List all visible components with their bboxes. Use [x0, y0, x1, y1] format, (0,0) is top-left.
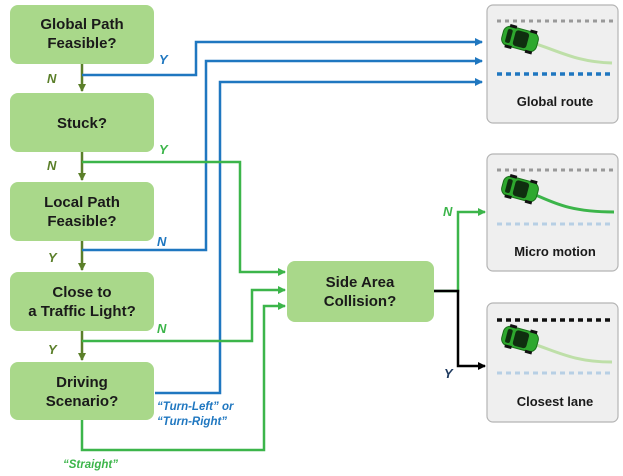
panel-global-route: Global route [486, 4, 619, 124]
traffic-light-no-arrow [82, 286, 286, 343]
label-stuck-y: Y [159, 142, 169, 157]
side-area-connectors [80, 160, 286, 452]
node-stuck: Stuck? [10, 93, 154, 152]
node-close-to-traffic-light: Close to a Traffic Light? [10, 272, 154, 331]
label-side-y: Y [444, 366, 454, 381]
label-turn-line2: “Turn-Right” [157, 416, 227, 428]
label-local-n: N [157, 234, 167, 249]
node-local-path-line2: Feasible? [47, 213, 116, 230]
global-feasible-yes-arrow [82, 38, 483, 77]
side-area-no-arrow [434, 208, 486, 293]
label-traffic-n: N [157, 321, 167, 336]
node-local-path-line1: Local Path [44, 194, 120, 211]
local-feasible-no-arrow [82, 57, 483, 252]
turn-arrow [155, 78, 483, 395]
label-stuck-n: N [47, 158, 57, 173]
global-route-connectors [82, 38, 483, 395]
side-area-yes-arrow [434, 289, 486, 370]
node-global-path-line1: Global Path [40, 16, 123, 33]
node-side-area-line1: Side Area [326, 274, 395, 291]
node-side-area-line2: Collision? [324, 293, 397, 310]
stuck-yes-arrow [82, 160, 286, 276]
node-side-area-collision: Side Area Collision? [287, 261, 434, 322]
label-turn-line1: “Turn-Left” or [157, 401, 234, 413]
label-global-y: Y [159, 52, 169, 67]
node-traffic-light-line1: Close to [52, 284, 111, 301]
label-traffic-y: Y [48, 342, 58, 357]
node-stuck-text: Stuck? [57, 115, 107, 132]
node-driving-scenario: Driving Scenario? [10, 362, 154, 420]
node-driving-scenario-line1: Driving [56, 374, 108, 391]
label-side-n: N [443, 204, 453, 219]
panel-global-route-caption: Global route [517, 94, 594, 109]
label-straight: “Straight” [63, 459, 118, 471]
label-global-n: N [47, 71, 57, 86]
node-traffic-light-line2: a Traffic Light? [28, 303, 136, 320]
node-driving-scenario-line2: Scenario? [46, 393, 119, 410]
side-area-output-connectors [434, 208, 486, 370]
straight-arrow [80, 302, 286, 452]
panel-closest-lane: Closest lane [486, 302, 619, 423]
panel-micro-motion: Micro motion [486, 153, 619, 272]
panel-micro-motion-caption: Micro motion [514, 244, 596, 259]
node-global-path-feasible: Global Path Feasible? [10, 5, 154, 64]
label-local-y: Y [48, 250, 58, 265]
panel-closest-lane-caption: Closest lane [517, 394, 594, 409]
node-global-path-line2: Feasible? [47, 35, 116, 52]
node-local-path-feasible: Local Path Feasible? [10, 182, 154, 241]
